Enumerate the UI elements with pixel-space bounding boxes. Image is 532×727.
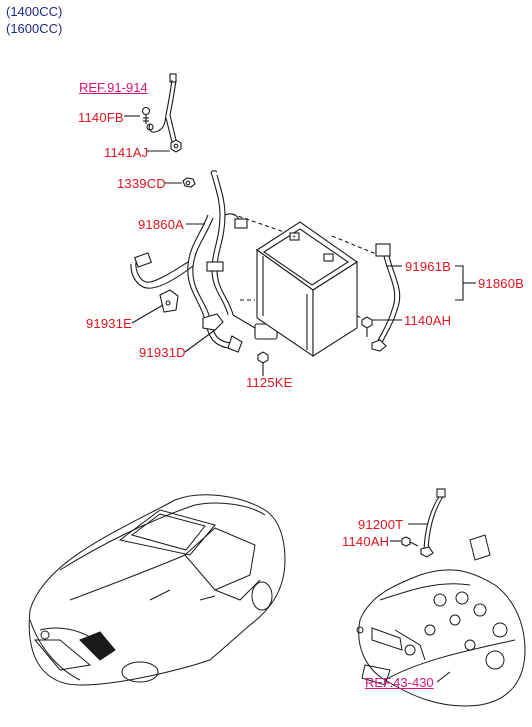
part-91931e-label: 91931E — [86, 316, 133, 331]
engine-spec-1600cc: (1600CC) — [6, 21, 63, 36]
svg-text:+: + — [292, 234, 296, 241]
part-1140ah-lower-label: 1140AH — [342, 534, 390, 549]
bolt-1140ah-icon — [361, 316, 373, 337]
bolt-1140ah-lower-icon — [401, 536, 419, 547]
part-91931d-label: 91931D — [139, 345, 186, 360]
part-1141aj-label: 1141AJ — [104, 145, 149, 160]
part-91961b-label: 91961B — [405, 259, 452, 274]
ground-cable-91200t — [420, 488, 446, 558]
bolt-1140fb-icon — [141, 106, 151, 124]
part-1125ke-label: 1125KE — [246, 375, 293, 390]
part-91200t-label: 91200T — [358, 517, 404, 532]
nut-1339cd-icon — [182, 177, 196, 188]
bolt-1125ke-icon — [257, 351, 269, 374]
bolt-1141aj-icon — [170, 139, 182, 153]
engine-spec-1400cc: (1400CC) — [6, 4, 63, 19]
ref-91-914-link[interactable]: REF.91-914 — [79, 80, 148, 95]
transmission-assembly — [356, 534, 526, 707]
ground-strap-top — [146, 73, 177, 143]
part-1339cd-label: 1339CD — [117, 176, 166, 191]
part-91860b-label: 91860B — [478, 276, 525, 291]
battery-cable-harness — [130, 170, 278, 353]
part-1140fb-label: 1140FB — [78, 110, 124, 125]
car-illustration — [28, 494, 286, 686]
part-1140ah-label: 1140AH — [404, 313, 452, 328]
battery-icon: + — [256, 221, 358, 358]
ref-43-430-link[interactable]: REF.43-430 — [365, 675, 434, 690]
negative-battery-cable — [371, 243, 401, 352]
part-91860a-label: 91860A — [138, 217, 185, 232]
